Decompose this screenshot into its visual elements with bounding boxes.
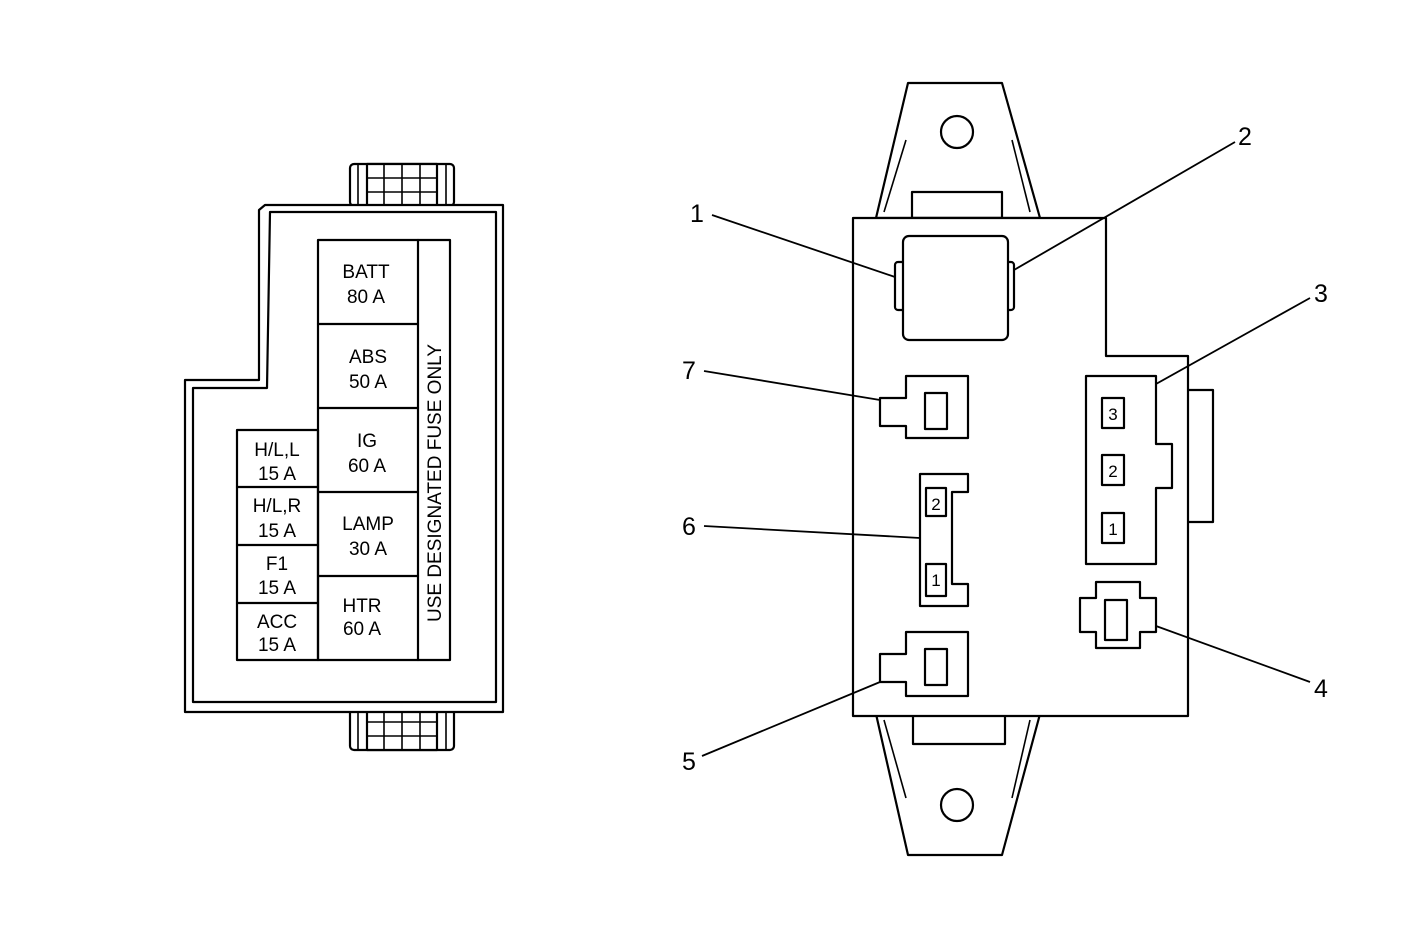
callout-1: 1 — [690, 200, 704, 228]
connector-3-pin-3: 3 — [1108, 405, 1117, 424]
leader-line-3 — [1155, 297, 1311, 385]
connector-3-pin-1: 1 — [1108, 520, 1117, 539]
connector-6-pin-2: 2 — [931, 495, 940, 514]
connector-6-pin-1: 1 — [931, 571, 940, 590]
callout-2: 2 — [1238, 123, 1252, 151]
fuse-lamp-rating: 30 A — [349, 539, 387, 560]
fuse-htr-name: HTR — [342, 596, 381, 617]
leader-line-5 — [701, 681, 881, 757]
fuse-warning-text: USE DESIGNATED FUSE ONLY — [425, 344, 446, 622]
connector-3-pin-2: 2 — [1108, 462, 1117, 481]
connector-4 — [1078, 580, 1158, 650]
fuse-hll-name: H/L,L — [254, 440, 299, 461]
callout-7: 7 — [682, 357, 696, 385]
leader-line-6 — [703, 525, 921, 539]
top-latch — [348, 162, 456, 208]
leader-line-7 — [703, 370, 881, 401]
fuse-lamp-name: LAMP — [342, 514, 394, 535]
fuse-hlr-rating: 15 A — [258, 521, 296, 542]
side-tab — [1183, 388, 1215, 524]
fuse-abs-rating: 50 A — [349, 372, 387, 393]
fuse-batt-rating: 80 A — [347, 287, 385, 308]
connector-5 — [878, 630, 970, 698]
leader-line-2 — [1013, 141, 1236, 271]
fuse-f1-rating: 15 A — [258, 578, 296, 599]
bottom-latch — [348, 706, 456, 752]
leader-line-4 — [1155, 625, 1311, 683]
fuse-hll-rating: 15 A — [258, 464, 296, 485]
cover-outline — [183, 203, 505, 714]
fuse-ig-name: IG — [357, 431, 377, 452]
callout-4: 4 — [1314, 675, 1328, 703]
top-mount-hole — [939, 114, 975, 150]
fuse-hlr-name: H/L,R — [253, 496, 302, 517]
connector-6: 2 1 — [918, 472, 970, 608]
fuse-htr-rating: 60 A — [343, 619, 381, 640]
callout-6: 6 — [682, 513, 696, 541]
fuse-cover: BATT 80 A ABS 50 A IG 60 A LAMP 30 A HTR… — [183, 162, 505, 752]
fuse-abs-name: ABS — [349, 347, 387, 368]
cover-inner-outline — [191, 210, 498, 704]
leader-line-1 — [711, 214, 896, 278]
fuse-block: 2 1 3 2 1 1 — [682, 81, 1328, 857]
connector-3: 3 2 1 — [1084, 374, 1174, 566]
fuse-acc-name: ACC — [257, 612, 297, 633]
fuse-batt-name: BATT — [342, 262, 390, 283]
bottom-mount-hole — [939, 787, 975, 823]
relay — [893, 234, 1016, 342]
fuse-ig-rating: 60 A — [348, 456, 386, 477]
connector-7 — [878, 374, 970, 440]
fuse-acc-rating: 15 A — [258, 635, 296, 656]
fuse-f1-name: F1 — [266, 554, 288, 575]
callout-3: 3 — [1314, 280, 1328, 308]
callout-5: 5 — [682, 748, 696, 776]
